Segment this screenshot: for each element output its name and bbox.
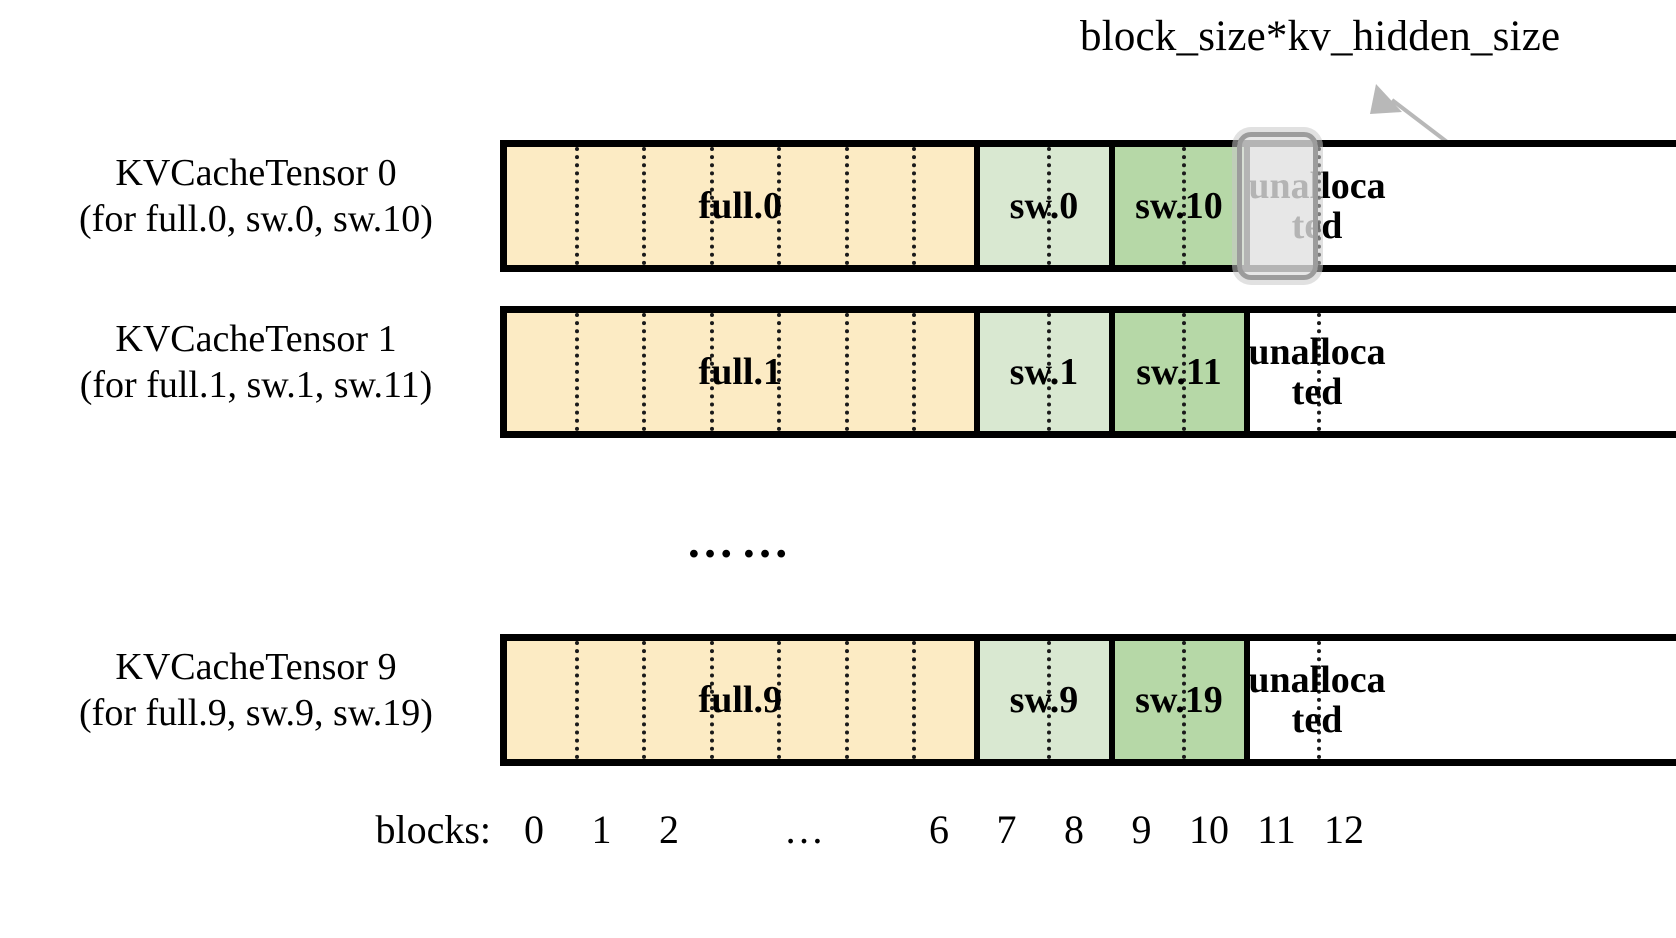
block-divider <box>642 641 646 759</box>
blocks-axis-tick-9: 9 <box>1131 807 1152 852</box>
tensor-segment-label: sw.9 <box>1009 678 1079 721</box>
tensor-segment-sw-dark[interactable]: sw.11 <box>1114 313 1250 431</box>
blocks-axis-tick-…: … <box>784 807 824 852</box>
tensor-row-label-2: KVCacheTensor 9(for full.9, sw.9, sw.19) <box>21 644 491 737</box>
tensor-segment-label: unalloca ted <box>1248 658 1386 741</box>
block-divider <box>844 313 849 431</box>
block-divider <box>912 313 916 431</box>
block-divider <box>912 147 916 265</box>
block-divider <box>844 641 849 759</box>
block-divider <box>642 313 646 431</box>
block-divider <box>709 313 714 431</box>
tensor-segment-sw-light[interactable]: sw.0 <box>979 147 1115 265</box>
tensor-segment-sw-light[interactable]: sw.1 <box>979 313 1115 431</box>
blocks-axis-tick-6: 6 <box>929 807 949 852</box>
block-divider <box>1317 641 1321 759</box>
block-divider <box>709 147 714 265</box>
block-divider <box>1182 147 1186 265</box>
tensor-row-label-subtitle: (for full.0, sw.0, sw.10) <box>79 198 433 241</box>
blocks-axis-tick-10: 10 <box>1189 807 1229 852</box>
tensor-row-label-title: KVCacheTensor 1 <box>115 318 397 360</box>
block-divider <box>574 147 579 265</box>
kvcache-tensor-bar-1[interactable]: full.1 sw.1 sw.11 unalloca ted <box>500 306 1676 438</box>
blocks-axis-tick-1: 1 <box>591 807 612 852</box>
blocks-axis-tick-12: 12 <box>1324 807 1364 852</box>
blocks-axis-tick-2: 2 <box>659 807 679 852</box>
block-divider <box>1317 313 1321 431</box>
block-divider <box>777 313 781 431</box>
block-divider <box>912 641 916 759</box>
tensor-segment-label: sw.11 <box>1136 350 1222 393</box>
tensor-segment-label: unalloca ted <box>1248 330 1386 413</box>
tensor-segment-sw-light[interactable]: sw.9 <box>979 641 1115 759</box>
tensor-segment-label: sw.10 <box>1135 184 1223 227</box>
block-divider <box>574 641 579 759</box>
block-divider <box>709 641 714 759</box>
tensor-segment-label: full.9 <box>698 678 782 721</box>
kvcache-tensor-bar-2[interactable]: full.9 sw.9 sw.19 unalloca ted <box>500 634 1676 766</box>
block-divider <box>777 147 781 265</box>
block-divider <box>1182 641 1186 759</box>
block-divider <box>1047 641 1051 759</box>
tensor-segment-label: sw.0 <box>1009 184 1079 227</box>
block-divider <box>1182 313 1186 431</box>
block-divider <box>844 147 849 265</box>
tensor-segment-label: full.1 <box>698 350 782 393</box>
tensor-row-label-subtitle: (for full.9, sw.9, sw.19) <box>79 692 433 735</box>
tensor-segment-sw-dark[interactable]: sw.19 <box>1114 641 1250 759</box>
tensor-segment-label: full.0 <box>698 184 782 227</box>
tensor-row-label-title: KVCacheTensor 9 <box>115 646 397 688</box>
tensor-segment-label: sw.19 <box>1135 678 1223 721</box>
block-size-highlight-box[interactable] <box>1236 132 1318 280</box>
block-divider <box>574 313 579 431</box>
tensor-row-label-subtitle: (for full.1, sw.1, sw.11) <box>79 364 433 407</box>
block-divider <box>1317 147 1321 265</box>
tensor-row-label-0: KVCacheTensor 0(for full.0, sw.0, sw.10) <box>21 150 491 243</box>
tensor-row-label-1: KVCacheTensor 1(for full.1, sw.1, sw.11) <box>21 316 491 409</box>
block-divider <box>777 641 781 759</box>
tensor-segment-unallocated[interactable]: unalloca ted <box>1248 641 1386 759</box>
blocks-axis-tick-7: 7 <box>996 807 1017 852</box>
tensor-segment-full[interactable]: full.0 <box>507 147 980 265</box>
block-divider <box>1047 313 1051 431</box>
tensor-segment-sw-dark[interactable]: sw.10 <box>1114 147 1250 265</box>
tensor-segment-full[interactable]: full.9 <box>507 641 980 759</box>
tensor-segment-full[interactable]: full.1 <box>507 313 980 431</box>
tensor-segment-label: sw.1 <box>1009 350 1079 393</box>
block-size-annotation-label: block_size*kv_hidden_size <box>1080 13 1561 60</box>
blocks-axis-tick-8: 8 <box>1064 807 1084 852</box>
blocks-axis-tick-11: 11 <box>1257 807 1296 852</box>
blocks-axis-title: blocks: <box>375 807 491 852</box>
block-divider <box>1047 147 1051 265</box>
blocks-axis-tick-0: 0 <box>524 807 544 852</box>
tensor-row-label-title: KVCacheTensor 0 <box>115 152 397 194</box>
tensor-segment-unallocated[interactable]: unalloca ted <box>1248 313 1386 431</box>
kvcache-tensor-bar-0[interactable]: full.0sw.0sw.10unalloca ted <box>500 140 1676 272</box>
rows-ellipsis: …… <box>686 515 796 568</box>
block-divider <box>642 147 646 265</box>
